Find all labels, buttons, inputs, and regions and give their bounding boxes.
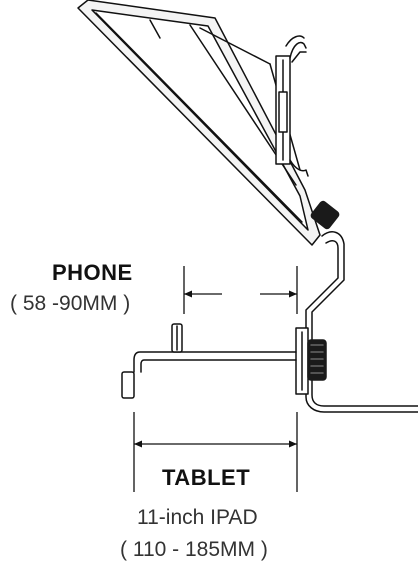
prompter-hood — [77, 0, 321, 246]
tablet-model: 11-inch IPAD — [137, 506, 258, 529]
clamp-block — [295, 327, 327, 395]
phone-label: PHONE — [52, 260, 133, 285]
tilt-knob — [310, 200, 340, 230]
device-rail — [121, 323, 297, 399]
tablet-size-range: ( 110 - 185MM ) — [120, 538, 268, 561]
tablet-label: TABLET — [162, 465, 251, 490]
support-arm — [305, 231, 418, 413]
tablet-dimension — [133, 412, 298, 492]
phone-size-range: ( 58 -90MM ) — [10, 292, 131, 315]
mount-clip — [275, 35, 309, 177]
phone-dimension — [183, 266, 298, 314]
